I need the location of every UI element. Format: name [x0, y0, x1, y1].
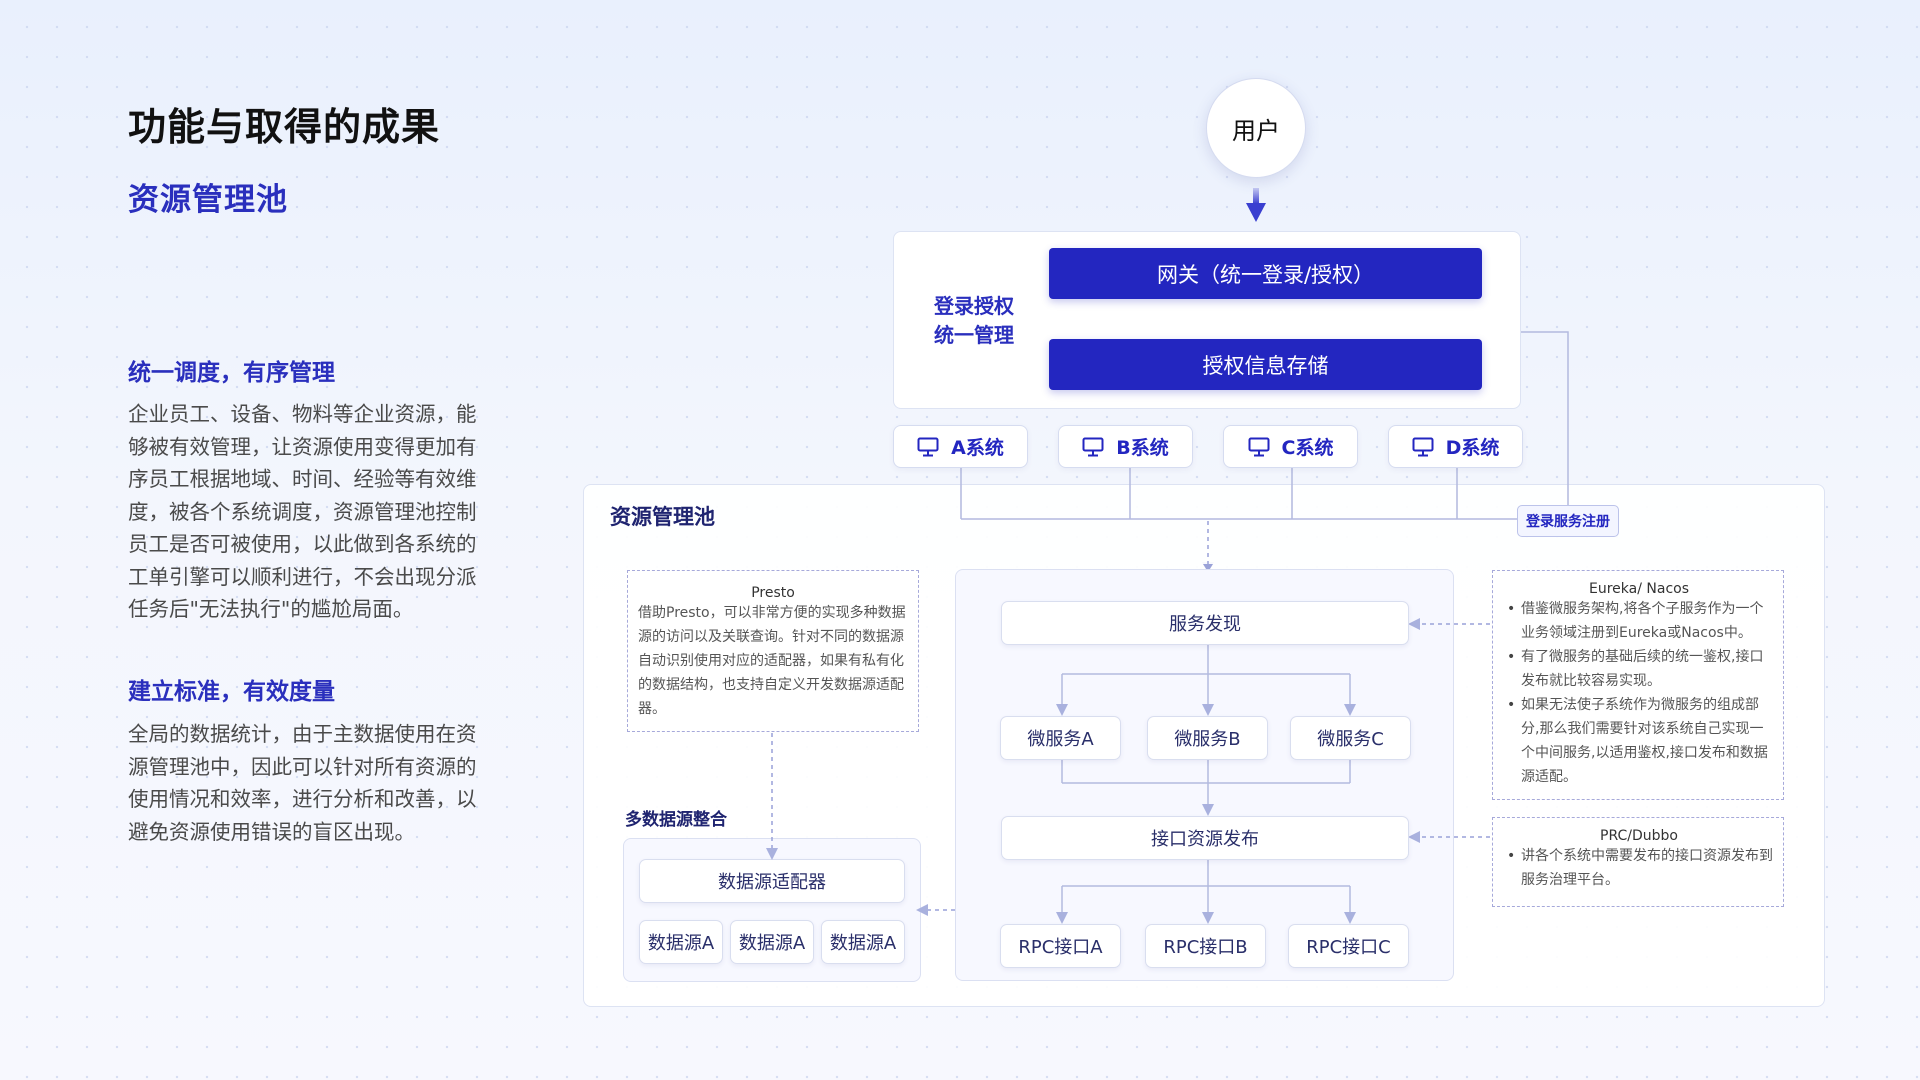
- service-discovery-node: 服务发现: [1001, 601, 1409, 645]
- datasource-a-node: 数据源A: [730, 920, 814, 964]
- system-a: A系统: [893, 425, 1028, 468]
- dubbo-list: 讲各个系统中需要发布的接口资源发布到服务治理平台。: [1505, 844, 1773, 892]
- presto-note: Presto 借助Presto，可以非常方便的实现多种数据源的访问以及关联查询。…: [627, 570, 919, 732]
- eureka-item: 如果无法使子系统作为微服务的组成部分,那么我们需要针对该系统自己实现一个中间服务…: [1505, 693, 1773, 789]
- presto-text: 借助Presto，可以非常方便的实现多种数据源的访问以及关联查询。针对不同的数据…: [638, 605, 906, 717]
- system-d: D系统: [1388, 425, 1523, 468]
- eureka-item: 借鉴微服务架构,将各个子服务作为一个业务领域注册到Eureka或Nacos中。: [1505, 597, 1773, 645]
- system-b-label: B系统: [1116, 437, 1169, 459]
- section-text-standards: 全局的数据统计，由于主数据使用在资源管理池中，因此可以针对所有资源的使用情况和效…: [128, 722, 477, 844]
- multi-source-title: 多数据源整合: [625, 810, 727, 830]
- dubbo-note: PRC/Dubbo 讲各个系统中需要发布的接口资源发布到服务治理平台。: [1492, 817, 1784, 907]
- auth-label-line2: 统一管理: [934, 323, 1014, 347]
- microservice-b-node: 微服务B: [1147, 716, 1268, 760]
- register-service-tag: 登录服务注册: [1517, 505, 1619, 537]
- rpc-a-node: RPC接口A: [1000, 924, 1121, 968]
- page-title: 功能与取得的成果: [128, 105, 441, 149]
- page-subtitle: 资源管理池: [128, 182, 288, 218]
- presto-title: Presto: [751, 585, 795, 601]
- system-c-label: C系统: [1281, 437, 1334, 459]
- system-c: C系统: [1223, 425, 1358, 468]
- auth-label: 登录授权 统一管理: [912, 292, 1036, 350]
- monitor-icon: [917, 437, 939, 456]
- monitor-icon: [1412, 437, 1434, 456]
- eureka-list: 借鉴微服务架构,将各个子服务作为一个业务领域注册到Eureka或Nacos中。 …: [1505, 597, 1773, 789]
- section-heading-standards: 建立标准，有效度量: [128, 679, 335, 705]
- monitor-icon: [1248, 437, 1270, 456]
- microservice-c-node: 微服务C: [1290, 716, 1411, 760]
- auth-label-line1: 登录授权: [934, 294, 1014, 318]
- eureka-item: 有了微服务的基础后续的统一鉴权,接口发布就比较容易实现。: [1505, 645, 1773, 693]
- rpc-b-node: RPC接口B: [1145, 924, 1266, 968]
- resource-pool-title: 资源管理池: [610, 505, 715, 529]
- microservice-a-node: 微服务A: [1000, 716, 1121, 760]
- dubbo-title: PRC/Dubbo: [1600, 828, 1678, 844]
- eureka-title: Eureka/ Nacos: [1589, 581, 1689, 597]
- user-node: 用户: [1206, 78, 1306, 178]
- eureka-note: Eureka/ Nacos 借鉴微服务架构,将各个子服务作为一个业务领域注册到E…: [1492, 570, 1784, 800]
- gateway-node: 网关（统一登录/授权）: [1049, 248, 1482, 299]
- section-heading-scheduling: 统一调度，有序管理: [128, 360, 335, 386]
- rpc-c-node: RPC接口C: [1288, 924, 1409, 968]
- dubbo-item: 讲各个系统中需要发布的接口资源发布到服务治理平台。: [1505, 844, 1773, 892]
- monitor-icon: [1082, 437, 1104, 456]
- system-b: B系统: [1058, 425, 1193, 468]
- system-a-label: A系统: [951, 437, 1004, 459]
- section-text-scheduling: 企业员工、设备、物料等企业资源，能够被有效管理，让资源使用变得更加有序员工根据地…: [128, 402, 477, 621]
- system-d-label: D系统: [1445, 437, 1500, 459]
- auth-storage-node: 授权信息存储: [1049, 339, 1482, 390]
- datasource-a-node: 数据源A: [639, 920, 723, 964]
- interface-publish-node: 接口资源发布: [1001, 816, 1409, 860]
- datasource-a-node: 数据源A: [821, 920, 905, 964]
